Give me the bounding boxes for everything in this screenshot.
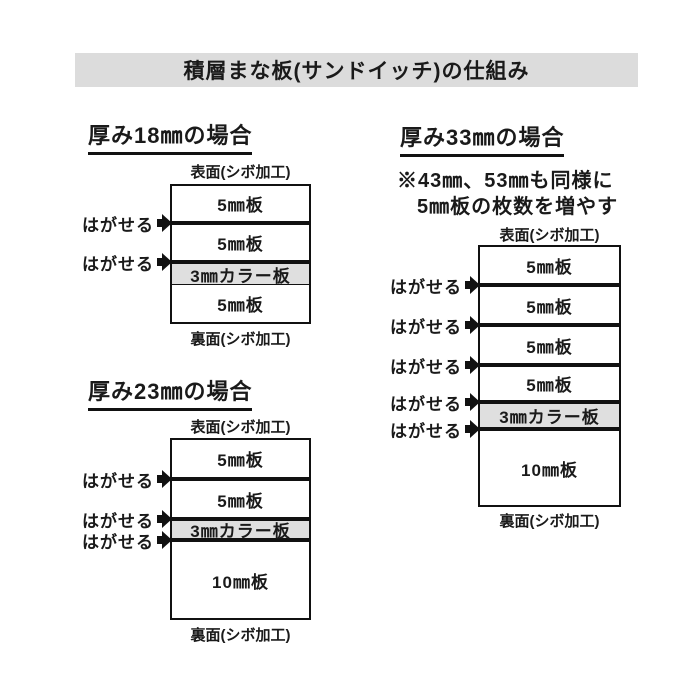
stack-18mm: 5㎜板 5㎜板 3㎜カラー板 5㎜板 はがせる はがせる — [82, 184, 311, 324]
peel-separator — [480, 400, 619, 404]
peel-separator — [480, 427, 619, 431]
peel-label: はがせる — [390, 421, 462, 441]
front-surface-label-33mm: 表面(シボ加工) — [499, 227, 600, 244]
peel-label: はがせる — [82, 254, 154, 274]
peel-callout: はがせる — [82, 508, 172, 531]
layer-5mm: 5㎜板 — [172, 186, 309, 221]
right-arrow-icon — [465, 356, 480, 374]
peel-callout: はがせる — [82, 212, 172, 235]
peel-separator — [172, 517, 309, 521]
peel-callout: はがせる — [82, 251, 172, 274]
back-surface-label-23mm: 裏面(シボ加工) — [190, 627, 291, 644]
section-23mm-heading: 厚み23㎜の場合 — [88, 374, 253, 411]
back-surface-label-33mm: 裏面(シボ加工) — [499, 513, 600, 530]
peel-callout: はがせる — [82, 529, 172, 552]
separator — [172, 284, 309, 285]
right-arrow-icon — [157, 510, 172, 528]
peel-label: はがせる — [82, 471, 154, 491]
page-title: 積層まな板(サンドイッチ)の仕組み — [75, 53, 638, 87]
note-line-1: ※43㎜、53㎜も同様に — [397, 170, 614, 192]
peel-callout: はがせる — [390, 274, 480, 297]
right-arrow-icon — [465, 316, 480, 334]
layer-5mm: 5㎜板 — [480, 247, 619, 283]
peel-label: はがせる — [82, 511, 154, 531]
peel-separator — [480, 363, 619, 367]
right-arrow-icon — [465, 420, 480, 438]
stack-33mm: 5㎜板 5㎜板 5㎜板 5㎜板 3㎜カラー板 10㎜板 はがせる はがせる はが… — [390, 245, 621, 507]
peel-separator — [480, 323, 619, 327]
stack-23mm: 5㎜板 5㎜板 3㎜カラー板 10㎜板 はがせる はがせる はがせる — [82, 438, 311, 620]
front-surface-label-23mm: 表面(シボ加工) — [190, 419, 291, 436]
peel-callout: はがせる — [82, 468, 172, 491]
note-line-2: 5㎜板の枚数を増やす — [417, 196, 619, 218]
right-arrow-icon — [157, 253, 172, 271]
peel-label: はがせる — [82, 532, 154, 552]
peel-label: はがせる — [390, 317, 462, 337]
section-18mm-heading: 厚み18㎜の場合 — [88, 118, 253, 155]
layer-3mm-color: 3㎜カラー板 — [172, 521, 309, 541]
layer-3mm-color: 3㎜カラー板 — [172, 264, 309, 286]
front-surface-label-18mm: 表面(シボ加工) — [190, 164, 291, 181]
layer-5mm: 5㎜板 — [480, 327, 619, 363]
section-33mm-heading: 厚み33㎜の場合 — [400, 120, 565, 157]
peel-separator — [172, 477, 309, 481]
peel-label: はがせる — [390, 277, 462, 297]
right-arrow-icon — [465, 276, 480, 294]
layer-5mm: 5㎜板 — [172, 285, 309, 322]
right-arrow-icon — [465, 393, 480, 411]
back-surface-label-18mm: 裏面(シボ加工) — [190, 331, 291, 348]
layer-5mm: 5㎜板 — [480, 367, 619, 400]
peel-separator — [172, 221, 309, 225]
layer-10mm: 10㎜板 — [172, 542, 309, 618]
right-arrow-icon — [157, 470, 172, 488]
layer-5mm: 5㎜板 — [172, 440, 309, 477]
peel-callout: はがせる — [390, 314, 480, 337]
peel-label: はがせる — [390, 357, 462, 377]
peel-separator — [172, 538, 309, 542]
layer-10mm: 10㎜板 — [480, 431, 619, 505]
right-arrow-icon — [157, 214, 172, 232]
peel-callout: はがせる — [390, 391, 480, 414]
peel-separator — [172, 260, 309, 264]
peel-label: はがせる — [82, 215, 154, 235]
right-arrow-icon — [157, 531, 172, 549]
layer-5mm: 5㎜板 — [480, 287, 619, 323]
peel-callout: はがせる — [390, 418, 480, 441]
layer-5mm: 5㎜板 — [172, 225, 309, 260]
layer-3mm-color: 3㎜カラー板 — [480, 404, 619, 427]
layer-5mm: 5㎜板 — [172, 481, 309, 517]
peel-label: はがせる — [390, 394, 462, 414]
peel-callout: はがせる — [390, 354, 480, 377]
peel-separator — [480, 283, 619, 287]
